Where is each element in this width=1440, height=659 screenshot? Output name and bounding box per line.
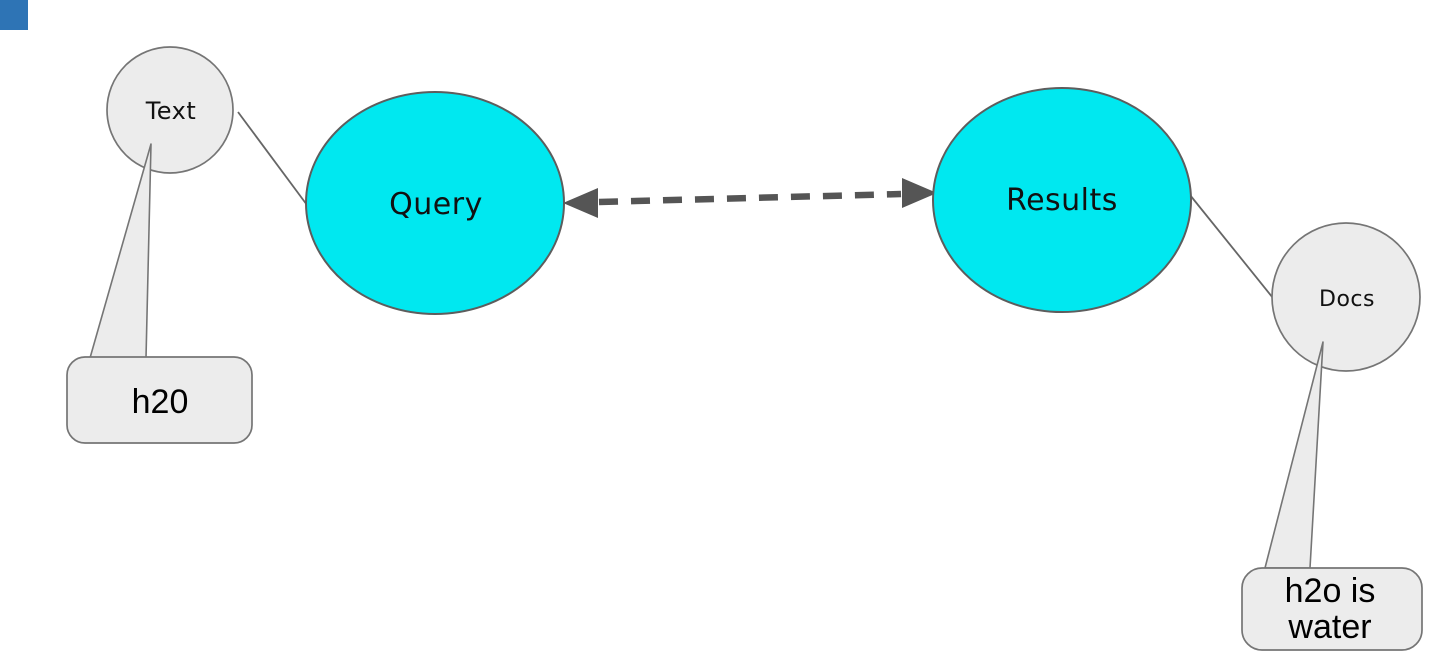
callout-h20-tail[interactable] (89, 143, 152, 359)
node-text-label: Text (145, 97, 197, 125)
callout-h20-label: h20 (132, 383, 189, 421)
callout-h2o-water-box[interactable] (1241, 567, 1423, 651)
callout-h2o-water-tail[interactable] (1264, 341, 1324, 569)
node-docs-label: Docs (1319, 287, 1375, 312)
callout-h2o-water-line2: water (1287, 608, 1371, 646)
node-results-ellipse[interactable] (932, 87, 1192, 313)
edge-results-docs[interactable] (1189, 194, 1274, 299)
callout-h20-box[interactable] (66, 356, 253, 444)
node-results-label: Results (1006, 183, 1118, 218)
dashed-double-arrow[interactable] (563, 178, 937, 218)
node-query[interactable]: Query (305, 91, 565, 315)
arrowhead-right-icon (902, 178, 937, 208)
callout-h2o-water[interactable]: Docs h2o is water (1241, 222, 1423, 651)
callout-h2o-water-line1: h2o is (1285, 572, 1376, 610)
node-query-label: Query (389, 187, 483, 222)
edge-text-query[interactable] (237, 111, 308, 206)
corner-blue-square (0, 0, 28, 30)
arrowhead-left-icon (563, 188, 598, 218)
node-docs-circle[interactable] (1271, 222, 1421, 372)
node-query-ellipse[interactable] (305, 91, 565, 315)
dashed-arrow-shaft[interactable] (598, 190, 902, 206)
node-results[interactable]: Results (932, 87, 1192, 313)
callout-h20[interactable]: Text h20 (66, 46, 253, 444)
node-text-circle[interactable] (106, 46, 234, 174)
